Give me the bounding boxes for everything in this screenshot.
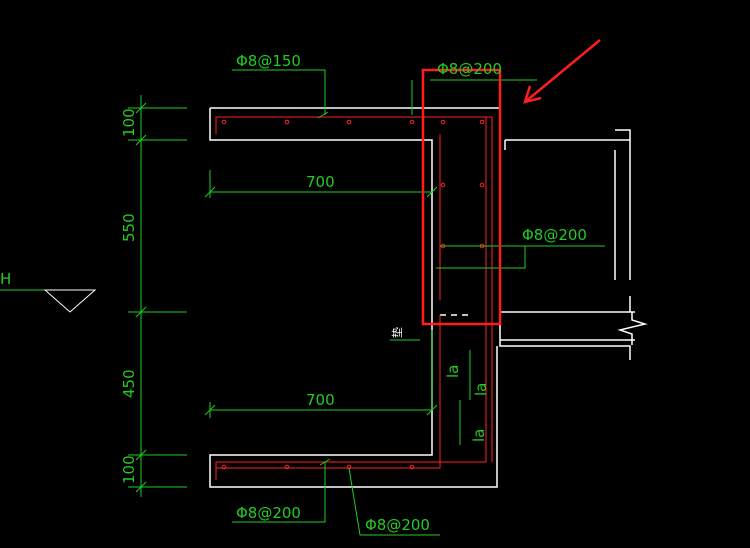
outline-outer (210, 107, 631, 360)
small-note-label: 垫 (390, 327, 404, 338)
outline-top-slab-under (209, 108, 498, 488)
highlight-box (421, 68, 502, 326)
rebar-lines (215, 116, 493, 480)
level-triangle-icon (43, 289, 97, 313)
dim-label-100-top: 100 (120, 108, 138, 137)
rebar-wall-outer (215, 117, 487, 480)
red-arrow-icon (523, 39, 601, 104)
rebar-label-top-right: Φ8@200 (437, 60, 502, 78)
la-label-1: la (444, 365, 462, 378)
la-label-2: la (472, 383, 490, 396)
dimension-lines (0, 69, 605, 536)
rebar-label-bottom-left: Φ8@200 (236, 504, 301, 522)
rebar-label-bottom-right: Φ8@200 (365, 516, 430, 534)
existing-wall-top (505, 129, 631, 141)
rebar-bottom-inner (216, 315, 441, 469)
dim-label-700-bottom: 700 (306, 391, 335, 409)
level-mark-label: H (0, 270, 11, 288)
rebar-dots (221, 119, 485, 470)
rebar-label-top-left: Φ8@150 (236, 52, 301, 70)
concrete-outline (209, 107, 635, 488)
dim-label-700-top: 700 (306, 173, 335, 191)
dim-label-100-bottom: 100 (120, 455, 138, 484)
la-label-3: la (470, 429, 488, 442)
rebar-label-mid-right: Φ8@200 (522, 226, 587, 244)
rebar-top-slab (215, 116, 493, 462)
dim-label-550: 550 (120, 213, 138, 242)
dim-label-450: 450 (120, 369, 138, 398)
break-line-icon (617, 312, 648, 345)
